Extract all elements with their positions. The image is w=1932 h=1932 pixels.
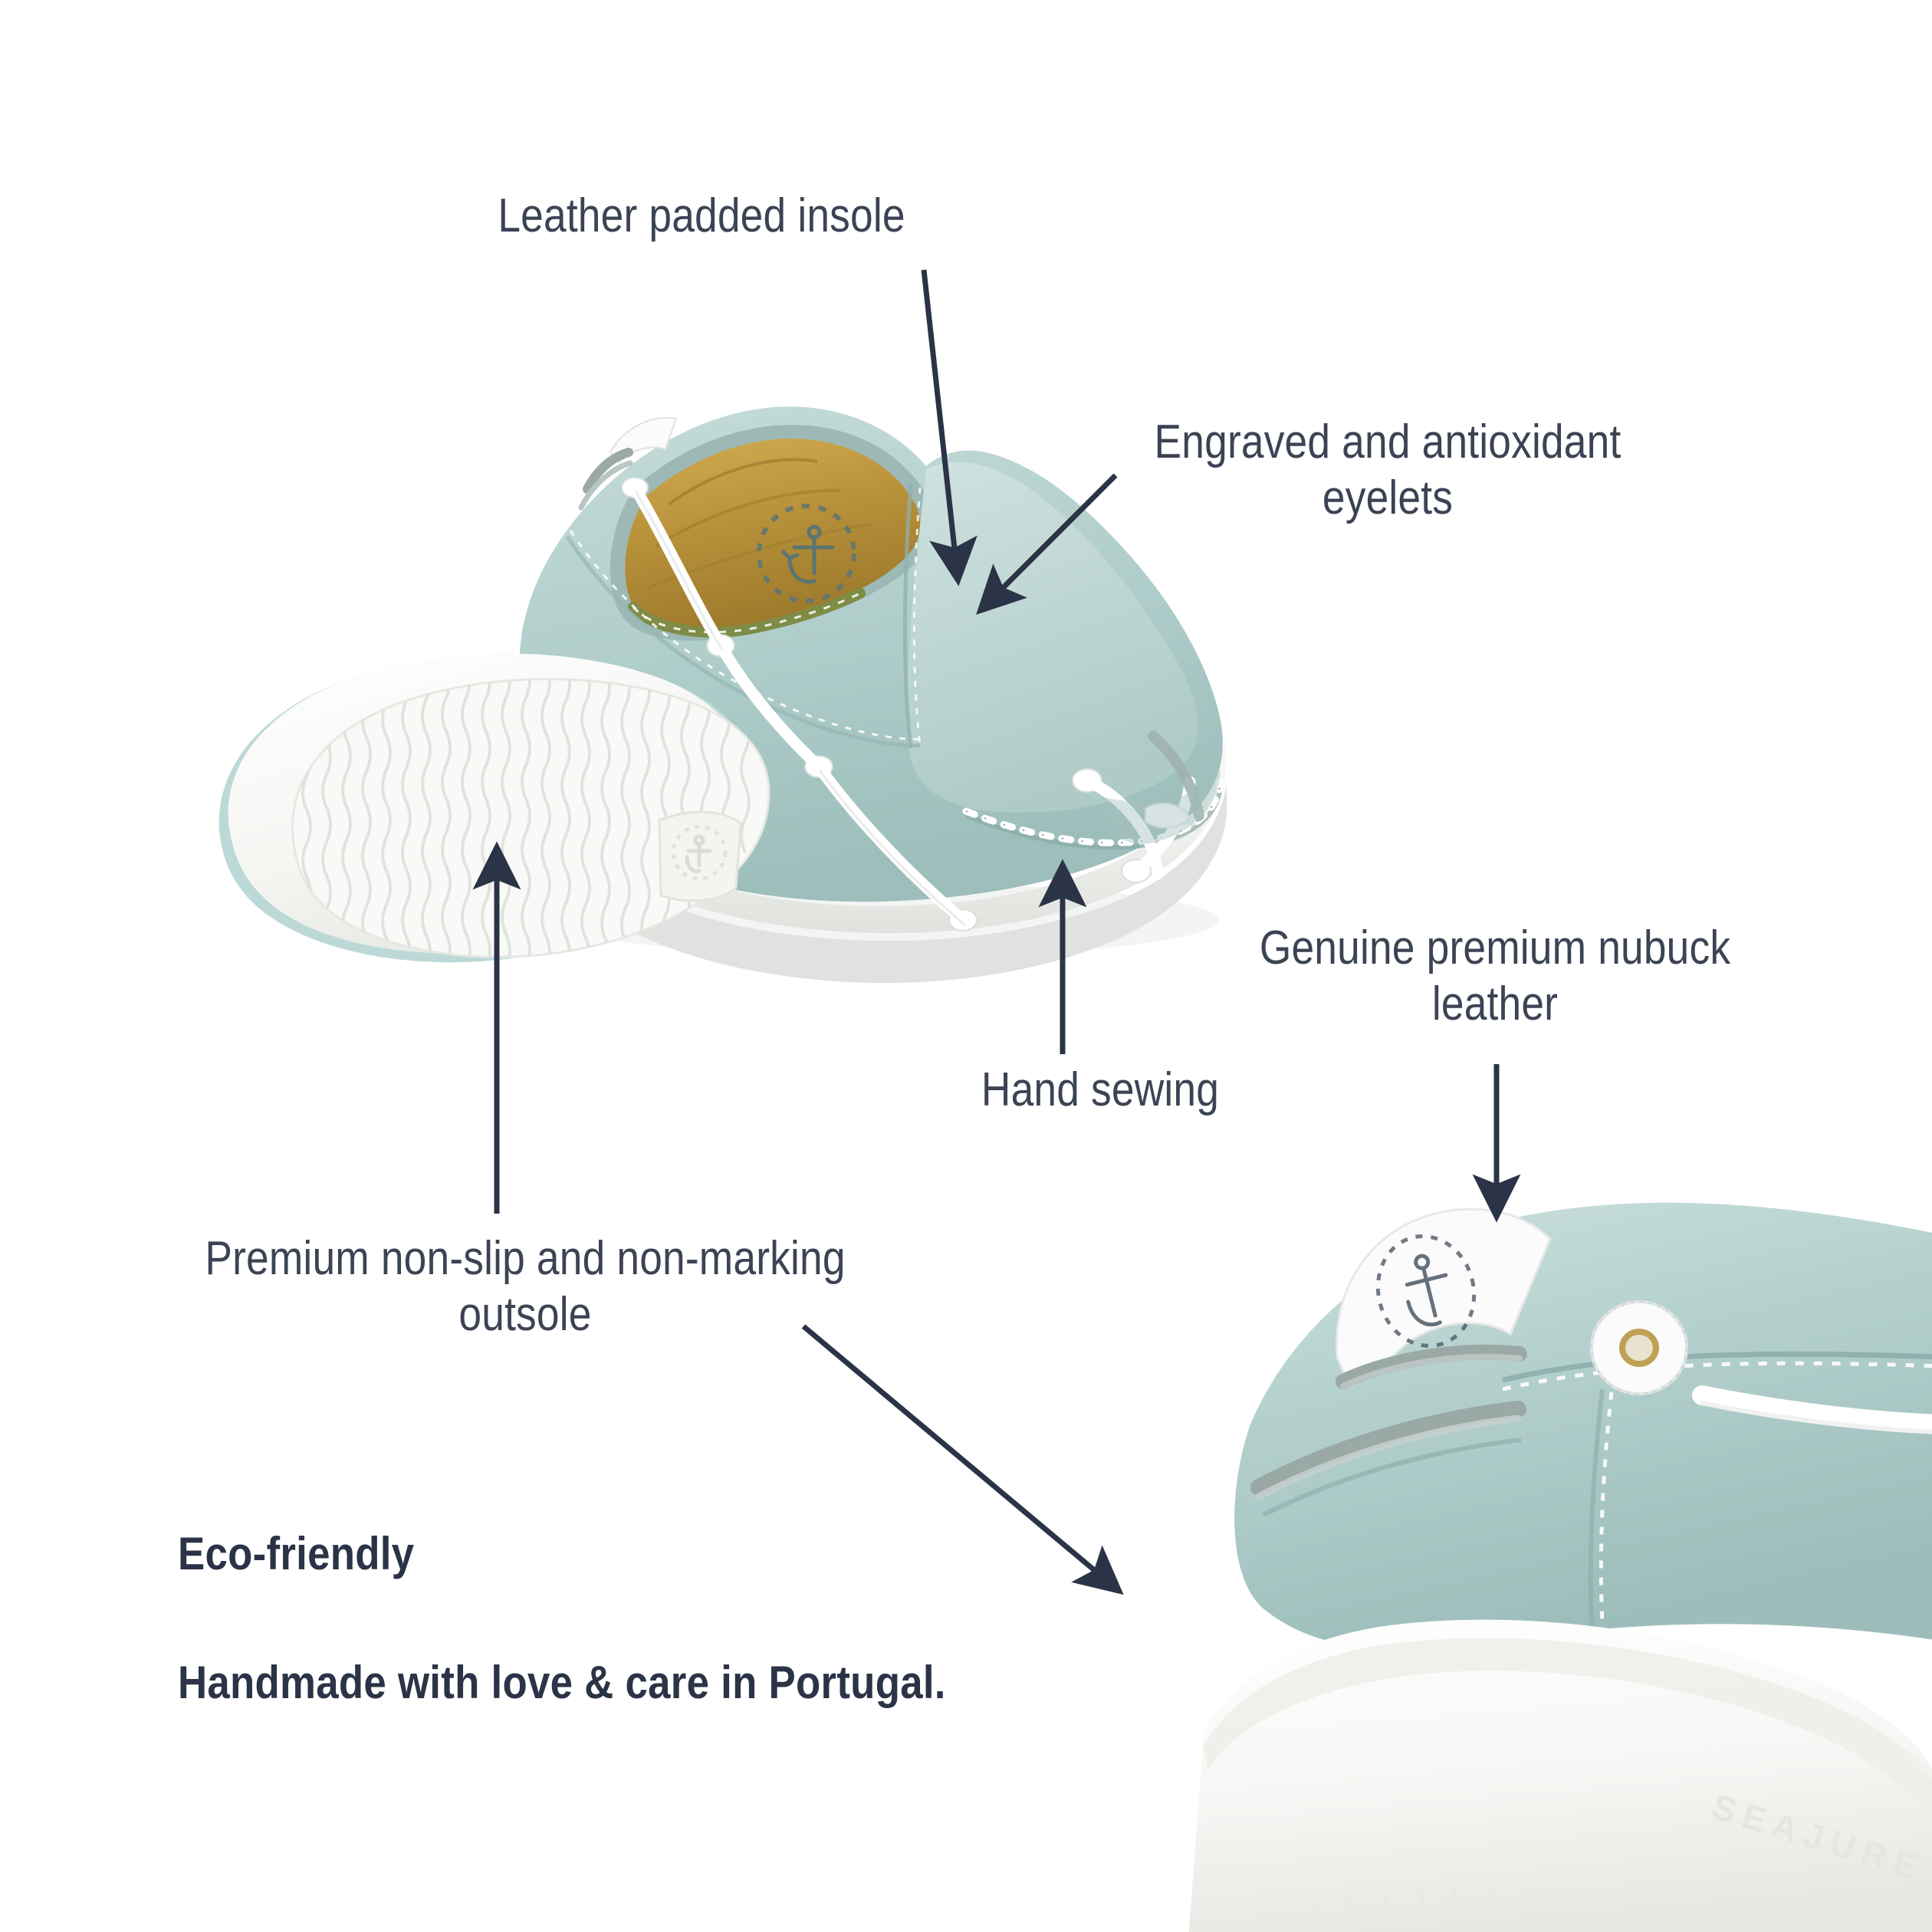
tagline-handmade-portugal: Handmade with love & care in Portugal. [178, 1657, 946, 1708]
tagline-eco-friendly: Eco-friendly [178, 1528, 415, 1579]
outsole-illustration [219, 653, 770, 963]
heel-detail-illustration: SEAJURE [1188, 1202, 1932, 1932]
anchor-logo [757, 504, 856, 603]
heel-anchor-logo [671, 824, 728, 881]
callout-hand-sewing: Hand sewing [981, 1063, 1220, 1116]
callout-outsole: Premium non-slip and non-marking outsole [205, 1232, 846, 1342]
eyelet-detail [1590, 1300, 1688, 1395]
callout-eyelets: Engraved and antioxidant eyelets [1154, 416, 1622, 525]
callout-nubuck: Genuine premium nubuck leather [1259, 922, 1731, 1031]
callout-insole: Leather padded insole [498, 189, 905, 242]
arrow-detail [801, 1324, 1124, 1595]
tab-anchor-logo [1375, 1234, 1477, 1348]
lace-strand [1692, 1385, 1932, 1434]
